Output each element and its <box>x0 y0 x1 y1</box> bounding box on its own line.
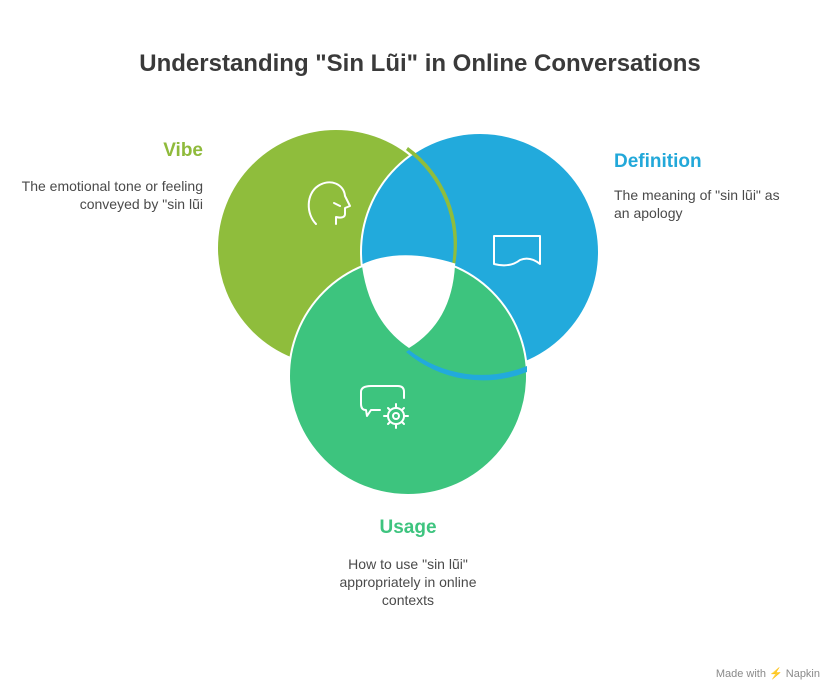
center-hole <box>362 256 455 348</box>
vibe-title: Vibe <box>163 140 203 161</box>
usage-description: How to use "sin lũi" appropriately in on… <box>339 556 477 608</box>
definition-description: The meaning of "sin lũi" as an apology <box>614 187 780 221</box>
usage-title: Usage <box>379 517 437 538</box>
head-profile-icon <box>307 181 351 225</box>
chat-gear-icon <box>360 385 409 429</box>
document-icon <box>493 235 541 267</box>
definition-title: Definition <box>614 151 702 172</box>
vibe-description: The emotional tone or feeling conveyed b… <box>21 178 203 212</box>
napkin-watermark[interactable]: Made with ⚡ Napkin <box>715 668 820 680</box>
definition-overlap-arc <box>406 350 527 381</box>
page-title: Understanding "Sin Lũi" in Online Conver… <box>139 50 701 77</box>
vibe-overlap-arc <box>406 147 458 265</box>
